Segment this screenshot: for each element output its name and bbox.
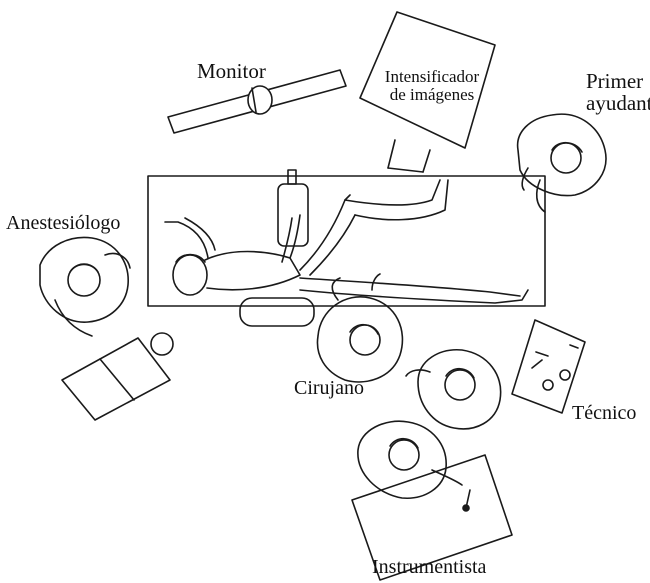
instrumentista-figure	[358, 421, 462, 498]
primer-ayudante-figure	[518, 114, 606, 212]
arm-board-drawing	[278, 170, 308, 246]
label-monitor: Monitor	[197, 60, 266, 82]
cirujano-figure	[317, 274, 402, 382]
operating-table	[148, 176, 545, 306]
table-bolster	[240, 298, 314, 326]
label-cirujano: Cirujano	[294, 378, 364, 399]
label-intensificador-line1: Intensificador	[372, 68, 492, 86]
tecnico-figure	[406, 350, 501, 429]
patient-figure	[165, 180, 528, 303]
label-instrumentista: Instrumentista	[372, 557, 486, 578]
tecnico-tray-drawing	[512, 320, 585, 413]
anestesiologo-figure	[40, 237, 130, 336]
label-anestesiologo: Anestesiólogo	[6, 213, 120, 234]
label-intensificador: Intensificador de imágenes	[372, 68, 492, 104]
label-primer-line1: Primer	[586, 70, 650, 92]
anesthesia-cart-drawing	[62, 333, 173, 420]
label-intensificador-line2: de imágenes	[372, 86, 492, 104]
label-primer-ayudante: Primer ayudante	[586, 70, 650, 114]
label-primer-line2: ayudante	[586, 92, 650, 114]
label-tecnico: Técnico	[572, 403, 636, 424]
